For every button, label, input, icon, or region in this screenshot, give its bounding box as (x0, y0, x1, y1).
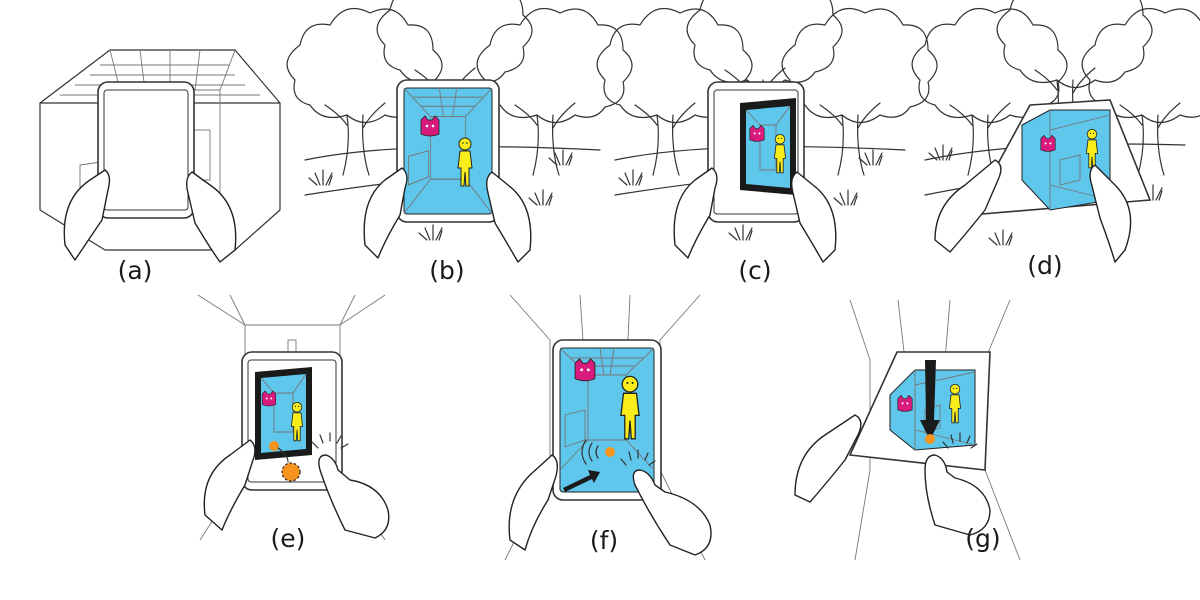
ball-placement-target (281, 462, 301, 482)
arrow-curve (277, 447, 289, 463)
panel-f: (f) (504, 294, 712, 561)
orange-ball (605, 447, 615, 457)
tap-indicator (942, 432, 978, 449)
motion-lines (581, 439, 599, 465)
tap-indicator (311, 432, 349, 449)
panel-label-f: (f) (590, 526, 618, 555)
panel-label-e: (e) (271, 524, 306, 553)
panel-a: (a) (39, 49, 281, 285)
orange-ball (925, 434, 935, 444)
panel-label-g: (g) (965, 524, 1000, 553)
panel-label-c: (c) (738, 256, 771, 285)
panel-g: (g) (794, 299, 1021, 561)
panel-label-d: (d) (1027, 251, 1062, 280)
swipe-arrow (563, 470, 600, 492)
tablet-frame (97, 81, 195, 219)
right-hand (185, 171, 237, 263)
left-hand (63, 169, 111, 261)
orange-ball (269, 441, 279, 451)
panel-label-a: (a) (118, 256, 153, 285)
panel-c: (c) (596, 0, 938, 285)
panel-d: (d) (911, 0, 1200, 280)
drop-arrow (920, 360, 940, 440)
panel-e: (e) (197, 294, 390, 553)
panel-label-b: (b) (429, 256, 464, 285)
tap-indicator (620, 449, 656, 466)
ar-screen (403, 87, 493, 215)
panel-b: (b) (286, 0, 633, 285)
